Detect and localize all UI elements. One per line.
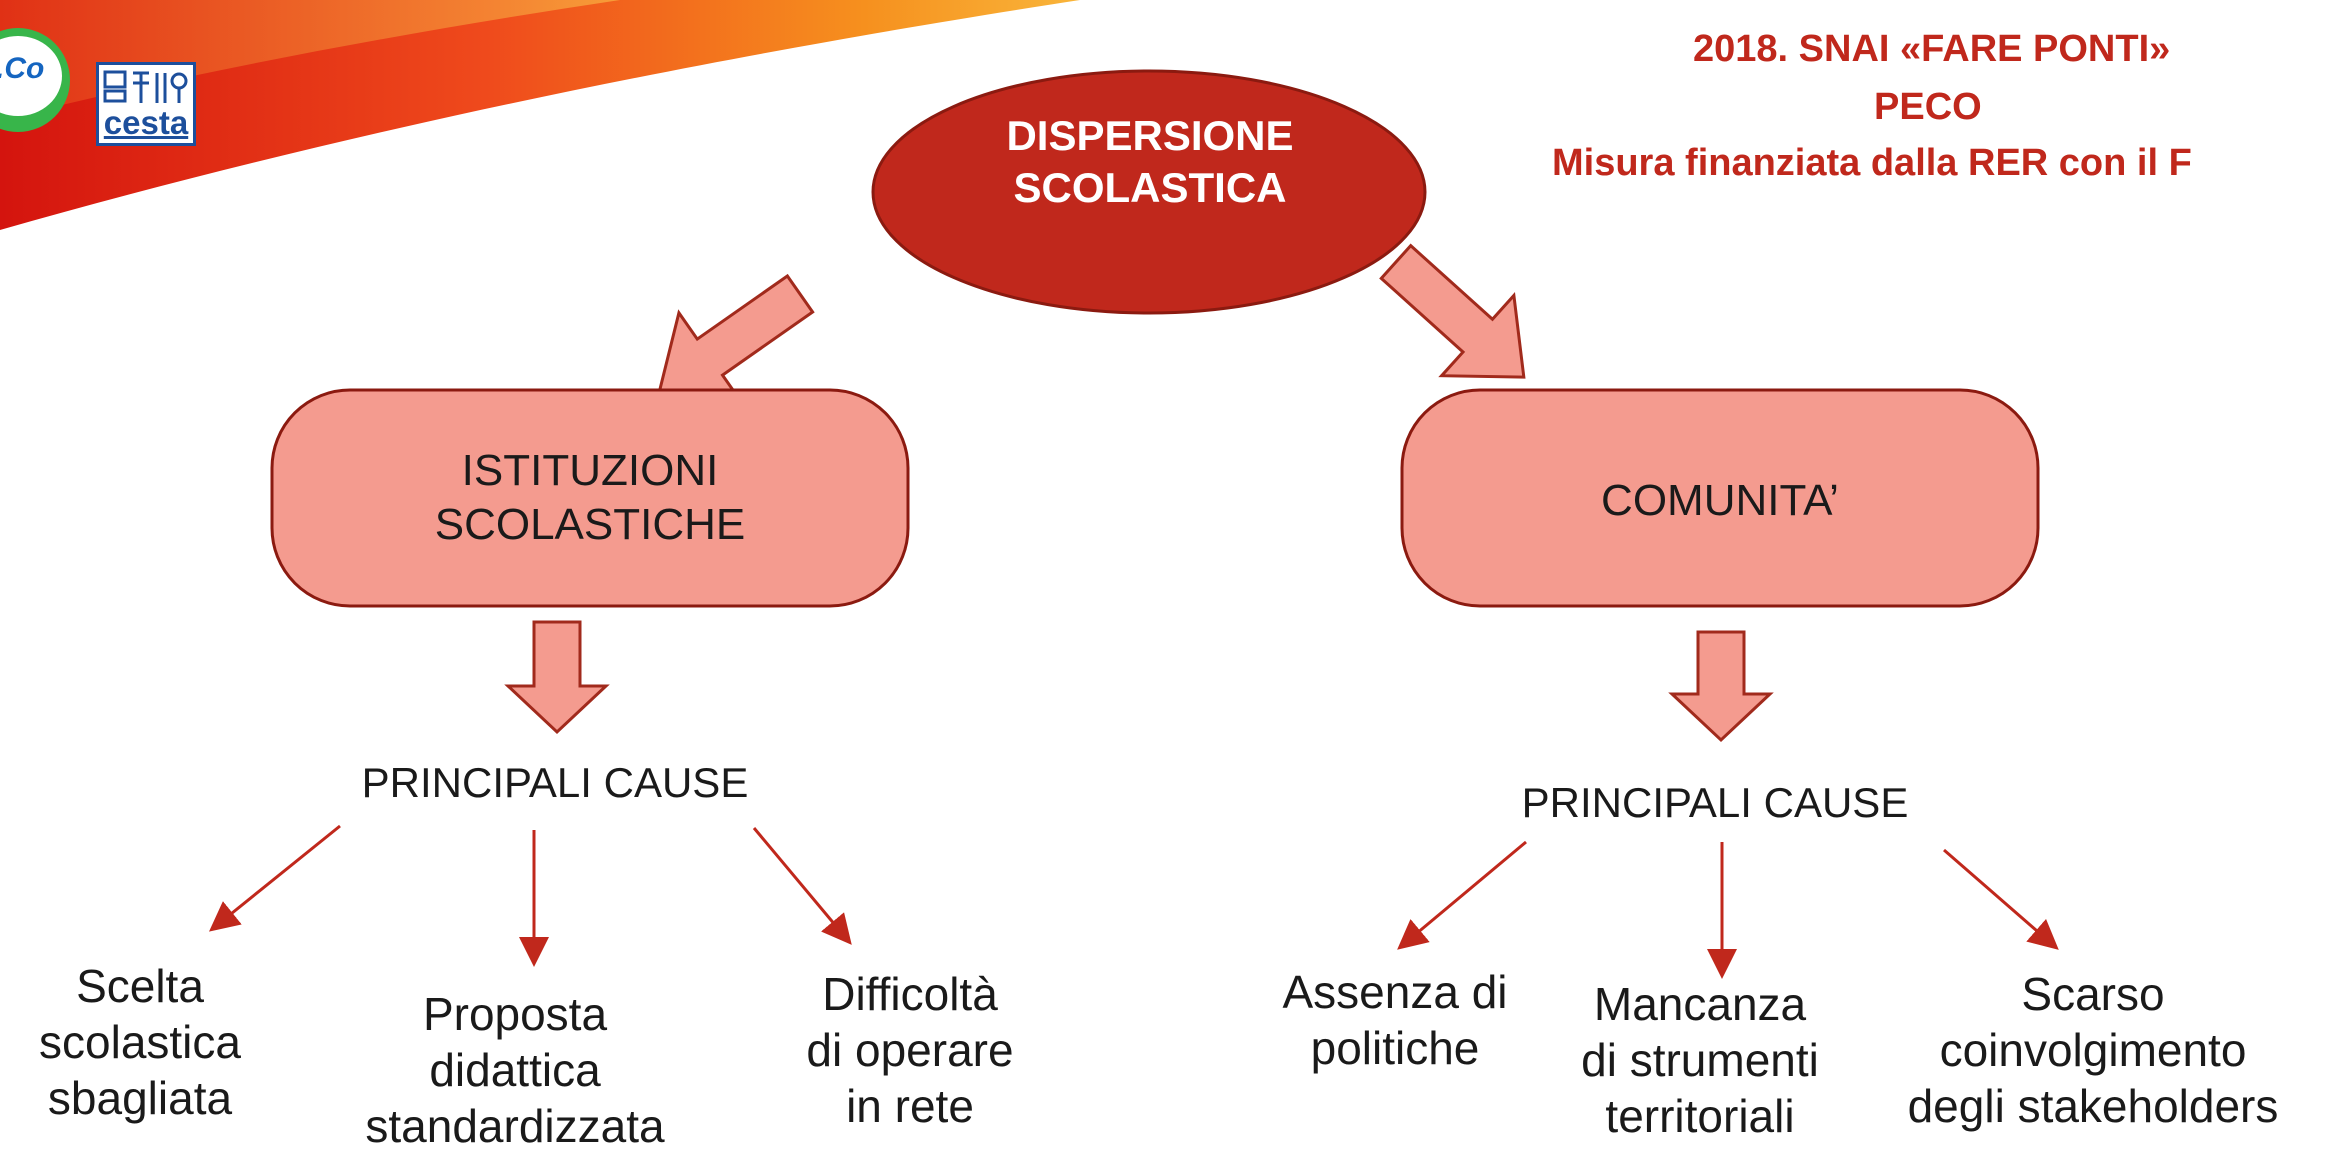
root-label: DISPERSIONE SCOLASTICA: [950, 110, 1350, 214]
block-arrow-down-left: [504, 620, 610, 735]
leaf-difficolta-line1: Difficoltà: [822, 968, 998, 1020]
leaf-mancanza: Mancanza di strumenti territoriali: [1545, 976, 1855, 1144]
root-label-line2: SCOLASTICA: [1013, 164, 1287, 211]
block-arrow-root-to-comunita: [1379, 243, 1526, 379]
leaf-scelta-line3: sbagliata: [47, 1072, 233, 1124]
node-comunita-label: COMUNITA’: [1402, 474, 2038, 528]
leaf-proposta-line2: didattica: [429, 1044, 601, 1096]
header-title-line1: 2018. SNAI «FARE PONTI»: [1693, 28, 2171, 70]
block-arrow-down-right: [1668, 630, 1774, 743]
thin-arrow-right-3: [1943, 848, 2059, 950]
leaf-mancanza-line1: Mancanza: [1593, 978, 1807, 1030]
cesta-logo-text: cesta: [103, 104, 189, 141]
causes-label-right: PRINCIPALI CAUSE: [1521, 779, 1909, 826]
node-istituzioni-line2: SCOLASTICHE: [434, 500, 746, 549]
leaf-mancanza-line2: di strumenti: [1581, 1034, 1819, 1086]
root-node: [871, 69, 1427, 315]
leaf-proposta-line1: Proposta: [422, 988, 608, 1040]
cesta-logo-icons: [103, 70, 188, 103]
header-swoosh-highlight: [0, 0, 620, 120]
block-arrow-root-to-istituzioni: [657, 273, 815, 404]
leaf-difficolta-line2: di operare: [806, 1024, 1014, 1076]
leaf-scarso: Scarso coinvolgimento degli stakeholders: [1868, 966, 2318, 1134]
root-label-line1: DISPERSIONE: [1006, 112, 1294, 159]
leaf-difficolta: Difficoltà di operare in rete: [760, 966, 1060, 1134]
thin-arrow-left-1: [208, 824, 341, 932]
leaf-mancanza-line3: territoriali: [1605, 1090, 1795, 1142]
node-istituzioni-label: ISTITUZIONI SCOLASTICHE: [272, 444, 908, 552]
node-istituzioni-box: [270, 388, 910, 608]
header-title-line2: PECO: [1874, 86, 1982, 128]
leaf-scarso-line3: degli stakeholders: [1907, 1080, 2279, 1132]
leaf-assenza-line2: politiche: [1310, 1022, 1480, 1074]
leaf-scarso-line2: coinvolgimento: [1939, 1024, 2247, 1076]
leaf-scelta-line2: scolastica: [39, 1016, 241, 1068]
leaf-scelta-line1: Scelta: [76, 960, 204, 1012]
node-comunita-line1: COMUNITA’: [1601, 476, 1839, 525]
node-istituzioni-line1: ISTITUZIONI: [461, 446, 719, 495]
coop-logo-text: .Co: [0, 52, 45, 85]
cesta-logo: cesta: [96, 62, 196, 146]
thin-arrow-right-1: [1397, 840, 1527, 950]
causes-label-left: PRINCIPALI CAUSE: [361, 759, 749, 806]
leaf-assenza: Assenza di politiche: [1260, 964, 1530, 1076]
thin-arrow-left-3: [752, 827, 852, 945]
leaf-scarso-line1: Scarso: [2021, 968, 2165, 1020]
header-title-line3: Misura finanziata dalla RER con il F: [1552, 142, 2192, 184]
leaf-scelta: Scelta scolastica sbagliata: [0, 958, 280, 1126]
leaf-assenza-line1: Assenza di: [1282, 966, 1508, 1018]
leaf-proposta-line3: standardizzata: [365, 1100, 665, 1152]
leaf-proposta: Proposta didattica standardizzata: [330, 986, 700, 1154]
node-comunita-box: [1400, 388, 2040, 608]
leaf-difficolta-line3: in rete: [846, 1080, 974, 1132]
